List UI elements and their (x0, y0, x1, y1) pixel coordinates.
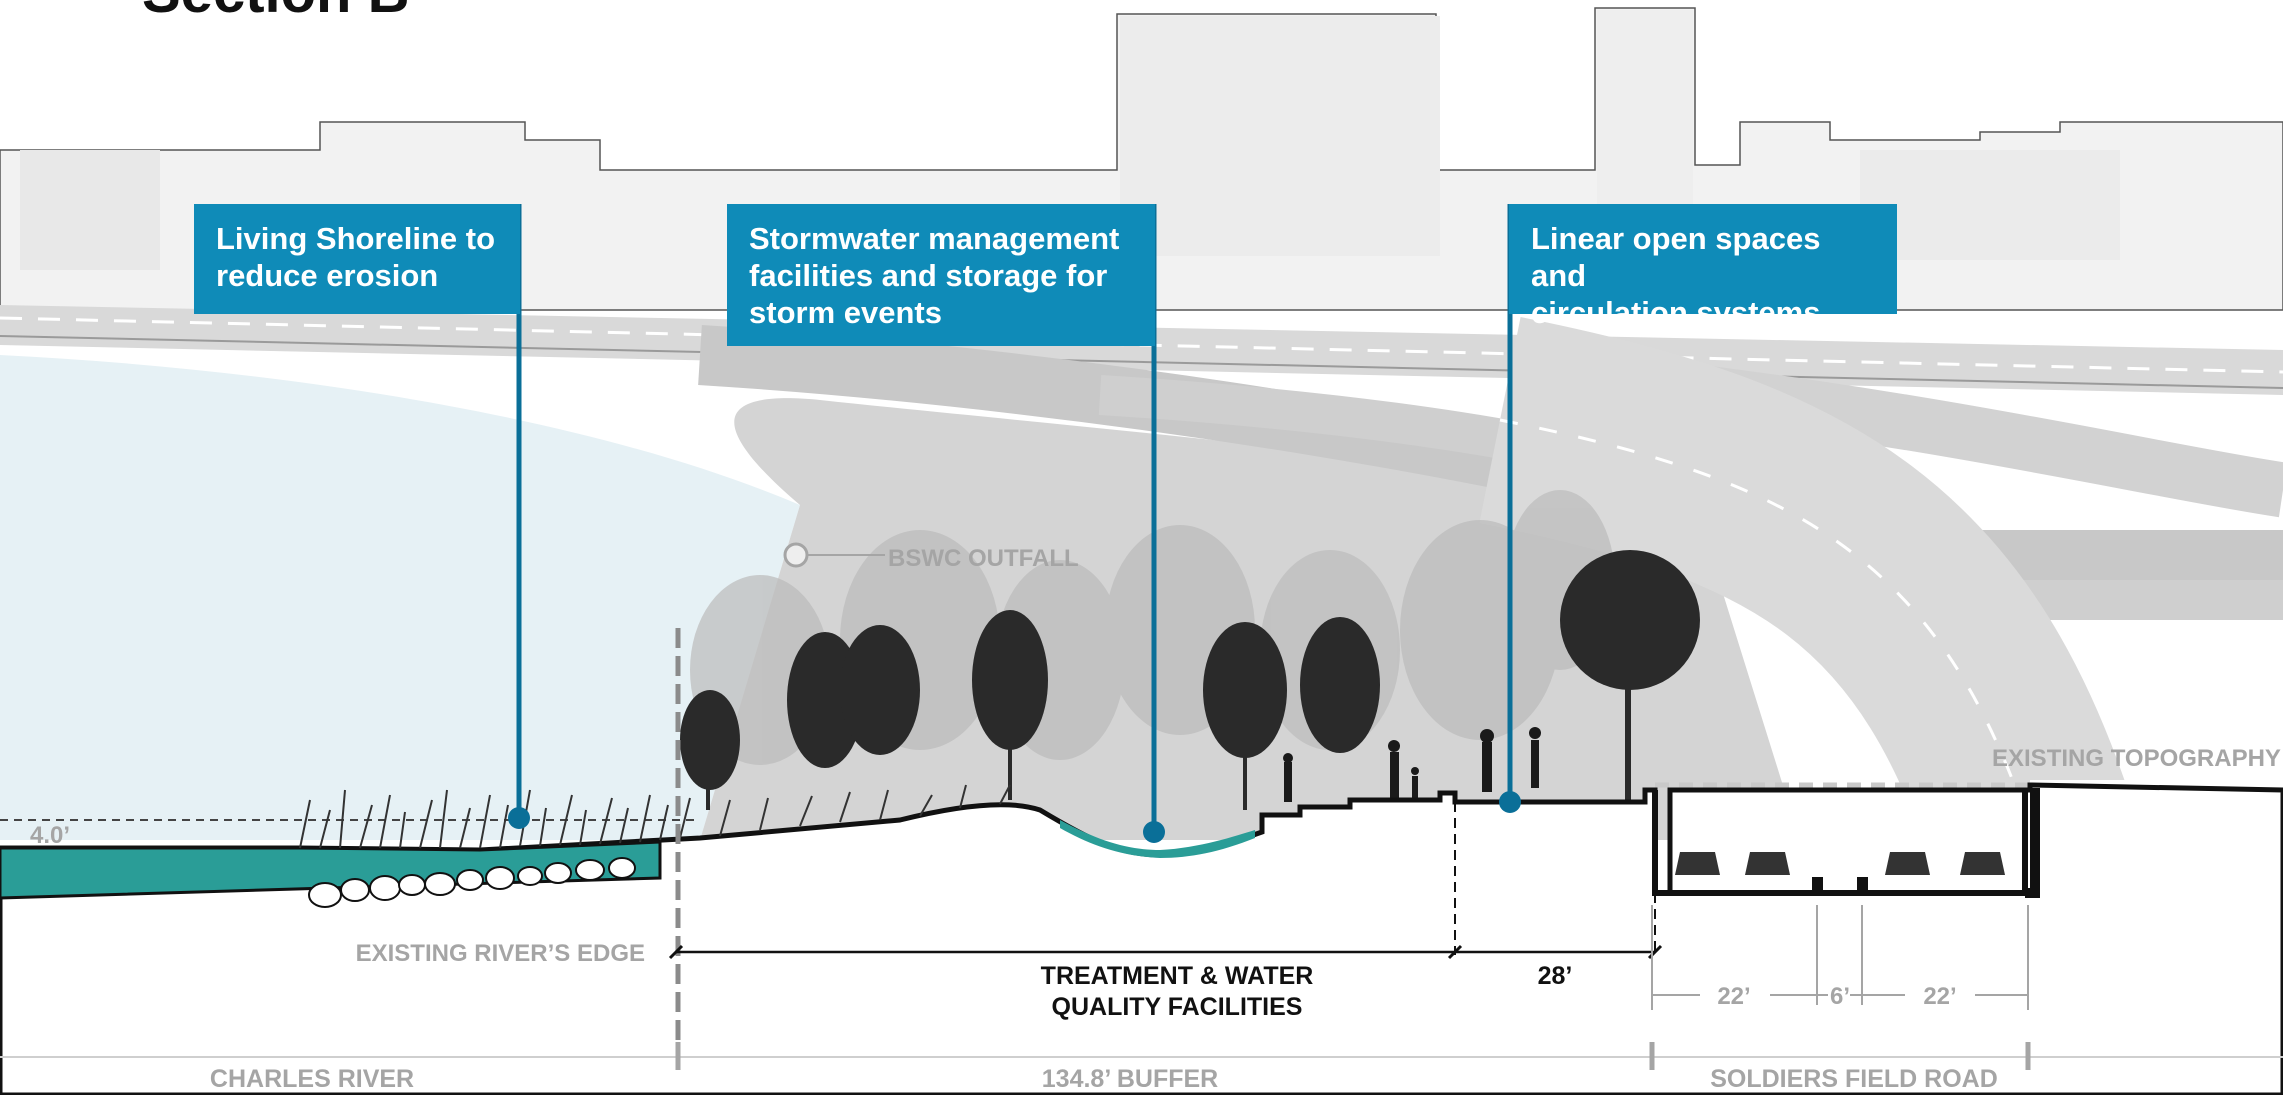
treatment-label-line1: TREATMENT & WATER (1041, 962, 1314, 990)
road-cars (1675, 852, 2005, 875)
river-edge-label: EXISTING RIVER’S EDGE (356, 940, 645, 967)
dimension-22b-label: 22’ (1923, 983, 1956, 1010)
outfall-label: BSWC OUTFALL (888, 545, 1079, 572)
callout-line: circulation systems (1531, 295, 1821, 330)
callout-line: Stormwater management (749, 221, 1120, 256)
callout-line: facilities and storage for (749, 258, 1108, 293)
treatment-label-line2: QUALITY FACILITIES (1052, 993, 1303, 1021)
callout-line: Linear open spaces and (1531, 221, 1821, 293)
river-plane (0, 355, 800, 840)
callout-open-spaces: Linear open spaces and circulation syste… (1509, 204, 1897, 330)
callout-anchor-dots (508, 791, 1521, 843)
soldiers-field-road-label: SOLDIERS FIELD ROAD (1710, 1065, 1998, 1093)
section-title: Section B (142, 0, 410, 22)
retaining-wall-right (2025, 788, 2040, 898)
road-dimensions (1651, 905, 2029, 1010)
bottom-ticks (675, 1042, 2031, 1070)
people-silhouettes (1283, 727, 1541, 802)
buffer-label: 134.8’ BUFFER (1042, 1065, 1218, 1093)
dimension-28-label: 28’ (1538, 962, 1573, 990)
existing-topography-label: EXISTING TOPOGRAPHY (1992, 745, 2281, 772)
charles-river-label: CHARLES RIVER (210, 1065, 414, 1093)
shoreline-rocks (308, 857, 636, 908)
highway-ramps (698, 317, 2283, 891)
callout-stormwater: Stormwater management facilities and sto… (727, 204, 1155, 346)
road-section (1652, 790, 2028, 896)
foreground-trees (680, 550, 1700, 810)
callout-line: reduce erosion (216, 258, 439, 293)
water-level-label: 4.0’ (30, 822, 70, 849)
outfall-marker (783, 542, 809, 568)
callout-living-shoreline: Living Shoreline to reduce erosion (194, 204, 520, 314)
dimension-6-label: 6’ (1830, 983, 1850, 1010)
stormwater-basin (1060, 820, 1255, 858)
dimension-22a-label: 22’ (1717, 983, 1750, 1010)
callout-line: storm events (749, 295, 942, 330)
callout-line: Living Shoreline to (216, 221, 496, 256)
